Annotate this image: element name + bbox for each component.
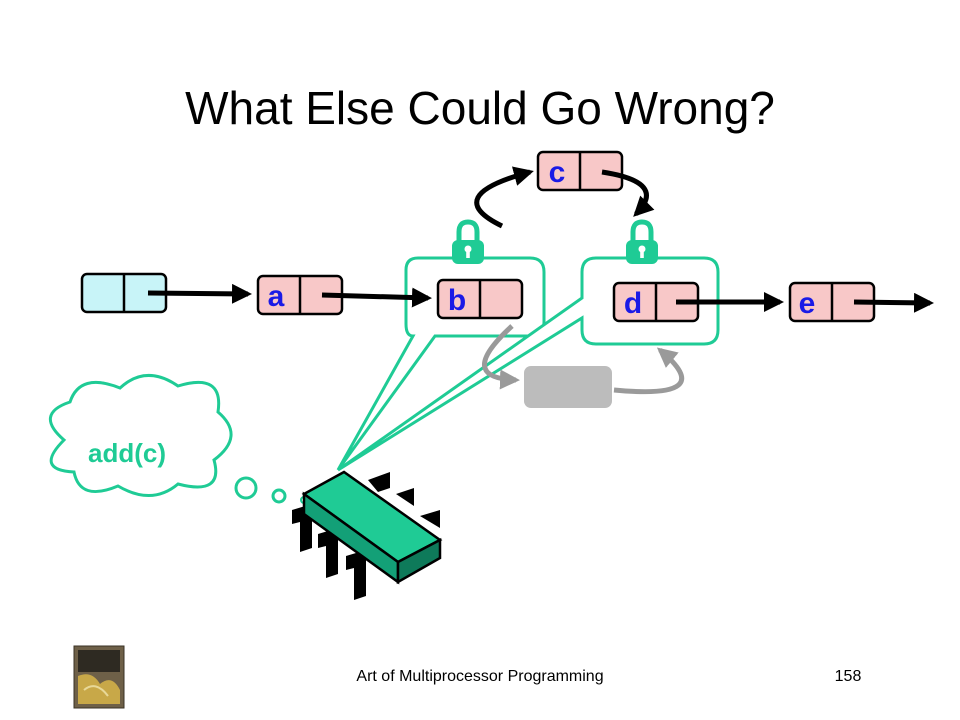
node-label-c: c [549,156,566,189]
list-node-c: c [536,150,624,192]
page-number: 158 [835,668,862,685]
list-node-d: d [612,281,700,323]
ghost-node [524,366,612,408]
slide-title: What Else Could Go Wrong? [185,82,775,134]
list-node-b: b [436,278,524,320]
arrow-c-to-d [601,169,655,217]
arrow-e-out [853,292,934,313]
footer-text: Art of Multiprocessor Programming [356,668,603,685]
node-label-b: b [448,284,466,317]
processor-chip-icon [292,470,443,600]
lock-icon [452,219,484,264]
book-cover-icon [73,645,125,709]
arrow-b-to-c [474,166,534,229]
gray-arrow-in [482,324,520,390]
node-label-d: d [624,287,642,320]
gray-arrow-out [613,347,685,395]
lock-icon [626,219,658,264]
thought-text: add(c) [88,438,166,468]
arrow-head-to-a [147,283,252,304]
node-label-a: a [268,280,285,313]
thought-cloud-icon [48,374,308,504]
arrow-a-to-b [321,287,432,308]
list-node-e: e [788,281,876,323]
node-label-e: e [799,287,816,320]
